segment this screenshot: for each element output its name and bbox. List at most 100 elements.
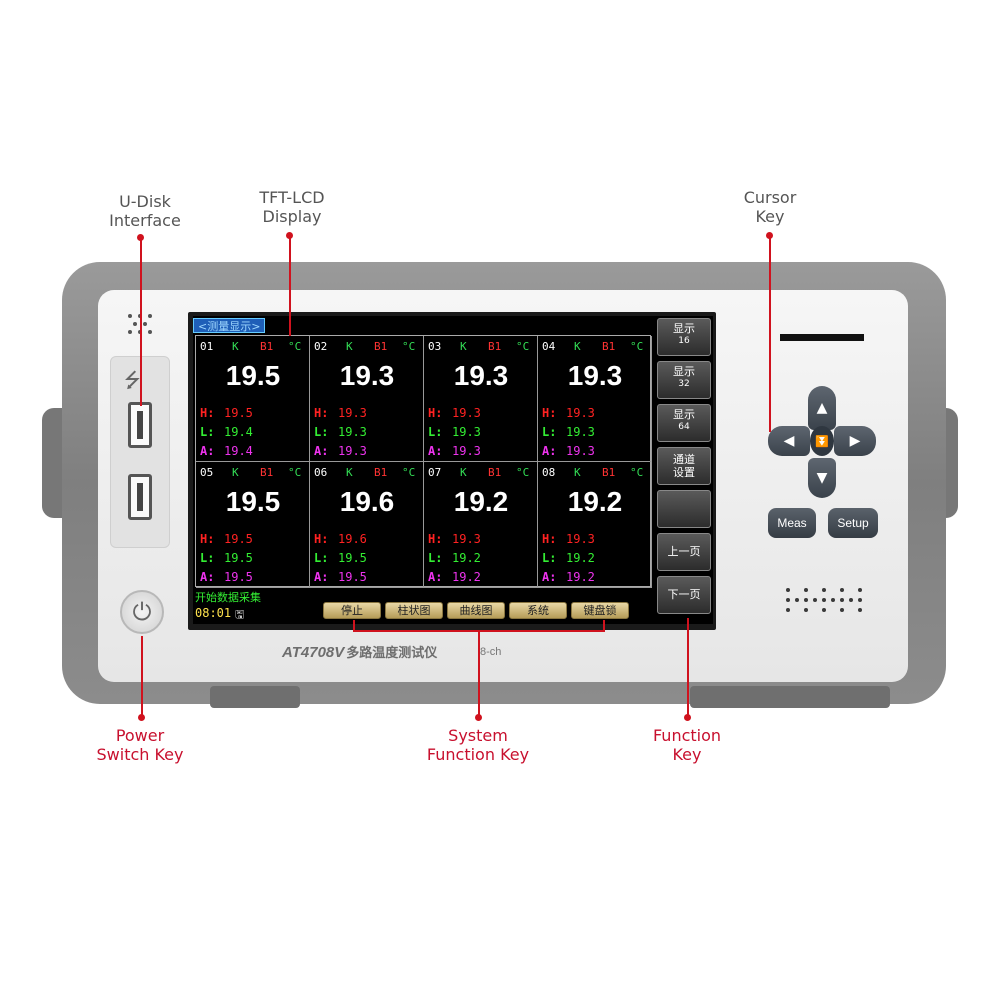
unit-label: °C xyxy=(516,340,530,353)
usb-icon: ⭍ xyxy=(124,368,141,392)
unit-label: °C xyxy=(288,466,302,479)
cursor-right-button[interactable]: ▶ xyxy=(834,426,876,456)
callout-cursor-key: Cursor Key xyxy=(743,188,797,226)
speaker-hole xyxy=(813,598,817,602)
avg-value: 19.2 xyxy=(452,570,481,584)
high-label: H: xyxy=(200,532,215,546)
fn-key-bar-chart[interactable]: 柱状图 xyxy=(385,602,443,619)
high-value: 19.5 xyxy=(224,406,253,420)
cursor-up-button[interactable]: ▲ xyxy=(808,386,836,430)
soft-key-7[interactable]: 下一页 xyxy=(657,576,711,614)
right-foot xyxy=(690,686,890,708)
callout-tft-lcd-display: TFT-LCD Display xyxy=(259,188,325,226)
callout-line-lcd xyxy=(289,236,291,336)
avg-label: A: xyxy=(542,444,557,458)
thermocouple-type: K xyxy=(232,340,239,353)
fn-key-curve-chart[interactable]: 曲线图 xyxy=(447,602,505,619)
fn-key-keyboard-lock[interactable]: 键盘锁 xyxy=(571,602,629,619)
soft-key-5[interactable] xyxy=(657,490,711,528)
avg-value: 19.3 xyxy=(566,444,595,458)
callout-line-power xyxy=(141,636,143,716)
low-value: 19.3 xyxy=(338,425,367,439)
speaker-hole xyxy=(786,608,790,612)
channel-number: 01 xyxy=(200,340,214,353)
high-label: H: xyxy=(428,532,443,546)
cursor-enter-button[interactable]: ⏬ xyxy=(810,426,834,456)
soft-key-6[interactable]: 上一页 xyxy=(657,533,711,571)
low-label: L: xyxy=(200,425,215,439)
unit-label: °C xyxy=(402,466,416,479)
avg-value: 19.4 xyxy=(224,444,253,458)
low-row: L:19.3 xyxy=(314,425,367,439)
soft-key-sublabel: 16 xyxy=(678,336,690,346)
high-value: 19.6 xyxy=(338,532,367,546)
high-label: H: xyxy=(542,406,557,420)
usb-port-1[interactable] xyxy=(128,402,152,448)
avg-value: 19.5 xyxy=(224,570,253,584)
clock-time: 08:01 xyxy=(195,606,232,620)
fn-key-stop[interactable]: 停止 xyxy=(323,602,381,619)
soft-key-label: 上一页 xyxy=(667,545,701,558)
low-row: L:19.5 xyxy=(314,551,367,565)
thermocouple-type: K xyxy=(574,466,581,479)
low-row: L:19.5 xyxy=(200,551,253,565)
high-value: 19.3 xyxy=(452,532,481,546)
avg-row: A:19.2 xyxy=(428,570,481,584)
speaker-hole xyxy=(804,588,808,592)
avg-row: A:19.5 xyxy=(314,570,367,584)
channel-temperature: 19.6 xyxy=(339,486,395,517)
low-label: L: xyxy=(542,551,557,565)
high-value: 19.3 xyxy=(452,406,481,420)
status-message: 开始数据采集 xyxy=(195,591,261,604)
channel-number: 04 xyxy=(542,340,556,353)
cursor-left-button[interactable]: ◀ xyxy=(768,426,810,456)
channel-temperature: 19.2 xyxy=(453,486,509,517)
speaker-hole xyxy=(804,598,808,602)
fn-key-system[interactable]: 系统 xyxy=(509,602,567,619)
low-value: 19.3 xyxy=(452,425,481,439)
speaker-hole xyxy=(849,598,853,602)
thermocouple-type: K xyxy=(460,340,467,353)
callout-udisk-interface: U-Disk Interface xyxy=(109,192,181,230)
low-row: L:19.2 xyxy=(428,551,481,565)
model-description: 多路温度测试仪 xyxy=(346,645,438,660)
speaker-hole xyxy=(786,598,790,602)
channel-temperature: 19.5 xyxy=(225,360,281,391)
high-label: H: xyxy=(314,532,329,546)
avg-row: A: 19.3 xyxy=(542,444,595,458)
avg-value: 19.3 xyxy=(452,444,481,458)
low-value: 19.2 xyxy=(452,551,481,565)
callout-dot-function xyxy=(684,714,691,721)
reference-label: B1 xyxy=(488,466,502,479)
callout-dot-udisk xyxy=(137,234,144,241)
setup-button[interactable]: Setup xyxy=(828,508,878,538)
avg-label: A: xyxy=(314,444,329,458)
avg-label: A: xyxy=(428,444,443,458)
power-button[interactable]: ⏻ xyxy=(120,590,164,634)
low-row: L:19.3 xyxy=(428,425,481,439)
channel-temperature: 19.3 xyxy=(567,360,623,391)
speaker-hole xyxy=(822,588,826,592)
cursor-down-button[interactable]: ▼ xyxy=(808,458,836,498)
avg-label: A: xyxy=(542,570,557,584)
high-row: H:19.5 xyxy=(200,532,253,546)
screen-title: <测量显示> xyxy=(193,318,266,333)
soft-key-sublabel: 64 xyxy=(678,422,690,432)
usb-port-2[interactable] xyxy=(128,474,152,520)
low-value: 19.5 xyxy=(224,551,253,565)
soft-key-4[interactable]: 通道 设置 xyxy=(657,447,711,485)
meas-button[interactable]: Meas xyxy=(768,508,816,538)
low-label: L: xyxy=(542,425,557,439)
speaker-hole xyxy=(822,598,826,602)
